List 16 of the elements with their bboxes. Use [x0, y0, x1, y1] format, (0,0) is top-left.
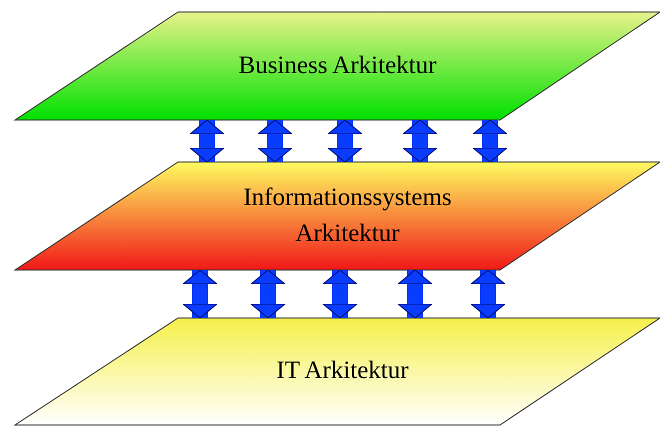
- layer-title: IT Arkitektur: [276, 356, 409, 386]
- double-arrow: [398, 270, 432, 318]
- layer-title: Business Arkitektur: [238, 50, 436, 81]
- double-arrow: [402, 120, 438, 162]
- double-arrow: [258, 120, 292, 162]
- layer-parallelogram: [15, 162, 660, 270]
- layer-parallelogram: [15, 318, 660, 425]
- double-arrow: [190, 120, 224, 162]
- layer-title: Informationssystems Arkitektur: [242, 182, 453, 249]
- double-arrow: [322, 270, 358, 318]
- double-arrow: [470, 270, 506, 318]
- double-arrow: [472, 120, 508, 162]
- layer-parallelogram: [15, 12, 660, 120]
- double-arrow: [328, 120, 362, 162]
- double-arrow: [250, 270, 286, 318]
- double-arrow: [182, 270, 218, 318]
